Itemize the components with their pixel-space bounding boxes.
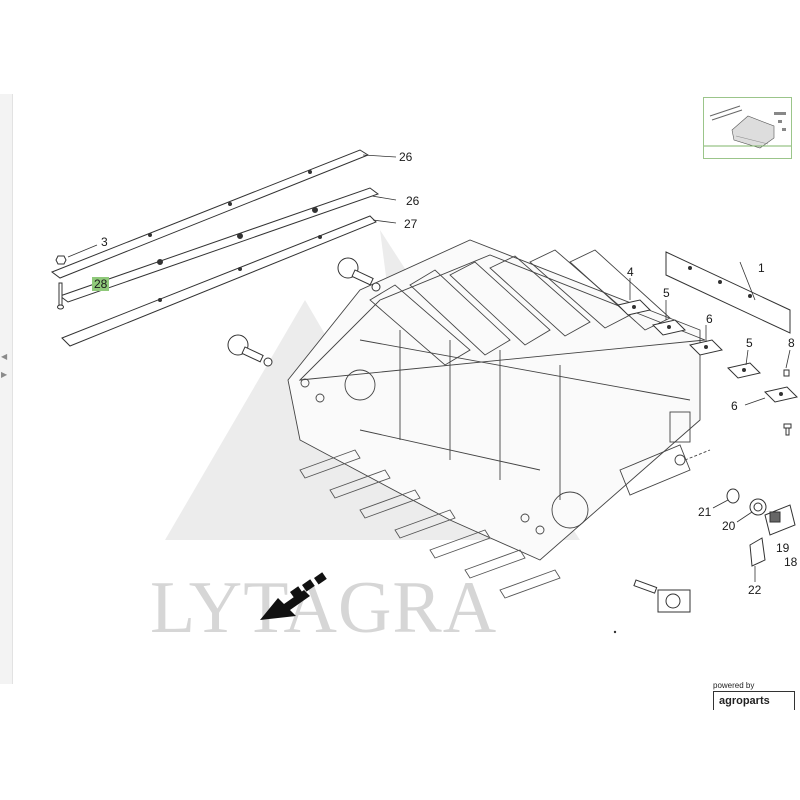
- bracket-19: [764, 504, 796, 536]
- bolt-8: [783, 369, 792, 436]
- overview-thumbnail-image: [704, 105, 791, 149]
- leader-lines: [67, 154, 791, 582]
- callout-1[interactable]: 1: [758, 261, 765, 275]
- bolt-28: [57, 282, 64, 310]
- nut-3: [55, 255, 67, 265]
- pad-4: [617, 299, 651, 316]
- pad-5b: [727, 362, 761, 379]
- callout-28-highlight: [92, 277, 109, 291]
- callout-20[interactable]: 20: [722, 519, 736, 533]
- chevron-right-icon[interactable]: ▶: [1, 370, 8, 379]
- callout-22[interactable]: 22: [748, 583, 762, 597]
- pad-5a: [652, 319, 686, 336]
- callout-6-lower[interactable]: 6: [731, 399, 738, 413]
- strip-27: [61, 215, 377, 347]
- tines: [299, 449, 561, 599]
- brand-name: agroparts: [719, 695, 770, 707]
- clip-22: [749, 537, 766, 567]
- washer-20: [749, 498, 767, 516]
- powered-by-label: powered by: [713, 681, 755, 690]
- shaft-assembly-left: [227, 334, 273, 367]
- side-panel-edge: ◀ ▶: [0, 94, 13, 684]
- callout-5-lower[interactable]: 5: [746, 336, 753, 350]
- main-frame: [287, 239, 711, 561]
- callout-27[interactable]: 27: [404, 217, 418, 231]
- pad-6a: [689, 339, 723, 356]
- strip-26-middle: [58, 187, 380, 303]
- pad-6b: [764, 386, 798, 403]
- callout-6-upper[interactable]: 6: [706, 312, 713, 326]
- shaft-assembly-top: [337, 257, 381, 292]
- callout-19[interactable]: 19: [776, 541, 790, 555]
- callout-8[interactable]: 8: [788, 336, 795, 350]
- callout-26-middle[interactable]: 26: [406, 194, 420, 208]
- callout-21[interactable]: 21: [698, 505, 712, 519]
- brand-logo-box: agroparts: [713, 691, 795, 710]
- stray-dot: [613, 630, 617, 634]
- direction-arrow: [260, 572, 327, 620]
- ring-21: [726, 488, 740, 504]
- branding: powered by agroparts: [713, 681, 797, 710]
- callout-5-upper[interactable]: 5: [663, 286, 670, 300]
- plate-1: [665, 251, 791, 334]
- callout-28[interactable]: 28: [94, 277, 108, 291]
- callout-3[interactable]: 3: [101, 235, 108, 249]
- shaft-assembly-bottom: [633, 579, 691, 613]
- chevron-left-icon[interactable]: ◀: [1, 352, 8, 361]
- callout-26-top[interactable]: 26: [399, 150, 413, 164]
- overview-thumbnail[interactable]: [703, 97, 792, 159]
- callout-4[interactable]: 4: [627, 265, 634, 279]
- callout-18[interactable]: 18: [784, 555, 798, 569]
